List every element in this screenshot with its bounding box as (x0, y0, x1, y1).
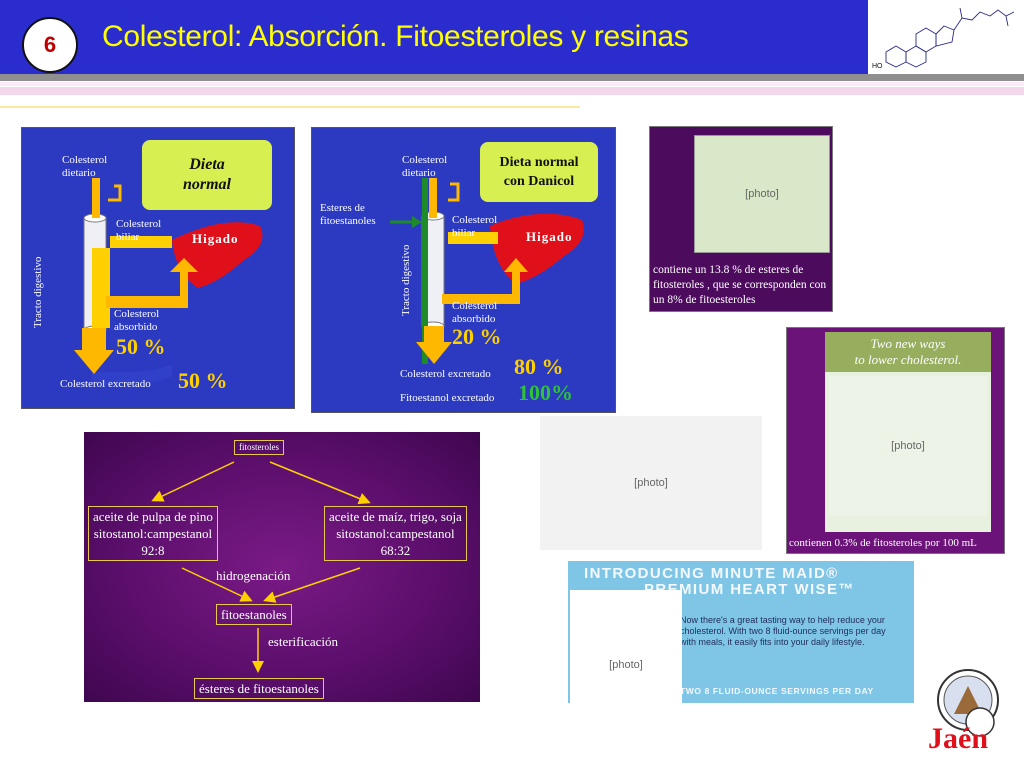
ad-headline: Two new ways to lower cholesterol. (825, 332, 991, 372)
node-fitoestanoles: fitoestanoles (216, 604, 292, 625)
benecol-yogurt-image: [photo] (540, 416, 762, 550)
molecule-hydroxyl-label: HO (872, 63, 883, 70)
absorbed-arrow (106, 258, 198, 308)
label-tracto-digestivo: Tracto digestivo (32, 256, 44, 328)
mm-title-line2: Premium Heart Wise™ (644, 581, 855, 598)
flora-milk-yogurt-image: [photo] (829, 376, 987, 516)
diet-box: Dieta normal (142, 140, 272, 210)
flora-product-card: [photo] contiene un 13.8 % de esteres de… (649, 126, 833, 312)
mm-title-line1: Introducing Minute Maid® (584, 565, 839, 582)
slide-number-badge: 6 (22, 17, 78, 73)
header-stripe-pink-2 (0, 87, 1024, 95)
flora-ad-caption: contienen 0.3% de fitosteroles por 100 m… (789, 537, 977, 549)
absorbed-percent: 20 % (452, 324, 502, 349)
label-colesterol-biliar: Colesterol biliar (452, 214, 498, 239)
minute-maid-carton-image: [photo] (570, 590, 682, 740)
university-logo: Jaén (928, 668, 1004, 764)
label-colesterol-excretado: Colesterol excretado (60, 378, 151, 390)
diet-box: Dieta normal con Danicol (480, 142, 598, 202)
label-colesterol-biliar: Colesterol biliar (116, 218, 162, 243)
mm-body-text: Now there's a great tasting way to help … (680, 615, 886, 647)
label-tracto-digestivo: Tracto digestivo (400, 244, 412, 316)
divider-line (0, 106, 580, 108)
excreted-percent: 80 % (514, 354, 564, 379)
label-esteres-fitoestanoles: Esteres de fitoestanoles (320, 202, 376, 227)
fitoestanol-percent: 100% (518, 380, 573, 405)
node-aceite-maiz: aceite de maíz, trigo, soja sitostanol:c… (324, 506, 467, 561)
node-fitosteroles: fitosteroles (234, 440, 284, 455)
excreted-percent: 50 % (178, 368, 228, 393)
node-aceite-pino: aceite de pulpa de pino sitostanol:campe… (88, 506, 218, 561)
title-bar (0, 0, 868, 74)
slide-title: Colesterol: Absorción. Fitoesteroles y r… (102, 20, 689, 53)
mm-footer-text: Two 8 Fluid-Ounce Servings Per Day (680, 686, 874, 696)
flora-tub-image: [photo] (694, 135, 830, 253)
label-colesterol-absorbido: Colesterol absorbido (452, 300, 498, 325)
university-logo-text: Jaén (928, 722, 988, 755)
label-colesterol-absorbido: Colesterol absorbido (114, 308, 160, 333)
diet-normal-diagram: Colesterol dietario Dieta normal Coleste… (21, 127, 295, 409)
label-fitoestanol-excretado: Fitoestanol excretado (400, 392, 495, 404)
header-stripe-gray (0, 74, 1024, 81)
label-colesterol-dietario: Colesterol dietario (402, 154, 448, 179)
label-higado: Higado (192, 231, 239, 246)
cholesterol-molecule-image: HO (868, 0, 1024, 74)
node-esteres-fitoestanoles: ésteres de fitoestanoles (194, 678, 324, 699)
label-colesterol-excretado: Colesterol excretado (400, 368, 491, 380)
phytostanol-flow (422, 178, 428, 364)
excreted-arrow (74, 328, 114, 374)
phytosterol-flowchart: fitosteroles aceite de pulpa de pino sit… (84, 432, 480, 702)
label-colesterol-dietario: Colesterol dietario (62, 154, 108, 179)
label-hidrogenacion: hidrogenación (216, 568, 291, 583)
flora-proactiv-ad: Two new ways to lower cholesterol. [phot… (786, 327, 1005, 554)
diet-danicol-diagram: Colesterol dietario Dieta normal con Dan… (311, 127, 616, 413)
dietary-cholesterol-arrow (92, 178, 100, 218)
label-esterificacion: esterificación (268, 634, 339, 649)
liver-shape (490, 213, 584, 284)
header-stripe-pink (0, 82, 1024, 86)
label-higado: Higado (526, 229, 573, 244)
flora-caption: contiene un 13.8 % de esteres de fitoste… (653, 264, 827, 306)
absorbed-percent: 50 % (116, 334, 166, 359)
